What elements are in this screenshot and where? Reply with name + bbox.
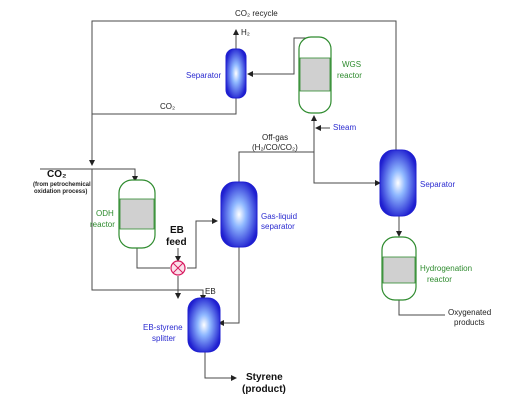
offgas-line [238,115,317,182]
eb-feed-label-2: feed [166,237,187,248]
odh-label-1: ODH [96,209,114,218]
steam-label: Steam [333,123,356,132]
hydrogenation-reactor-vessel [381,236,417,301]
co2-feed-label: CO₂ [47,169,66,180]
odh-label-2: reactor [90,220,115,229]
co2-recycle-label: CO₂ recycle [235,9,278,18]
heat-exchanger-icon [170,260,186,276]
wgs-reactor-vessel [298,36,332,114]
offgas-label-1: Off-gas [262,133,288,142]
oxygenated-label-1: Oxygenated [448,308,491,317]
co2-mid-label: CO₂ [160,102,175,111]
separator-right-label: Separator [420,180,455,189]
odh-reactor-vessel [118,179,156,249]
liquid-to-splitter-line [218,247,240,326]
gas-liquid-separator-vessel [220,181,258,248]
hydrogenation-label-1: Hydrogenation [420,264,472,273]
hydrogenation-label-2: reactor [427,275,452,284]
styrene-outlet-line [204,352,237,381]
co2-source-label-2: oxidation process) [34,189,87,195]
offgas-to-separator-line [313,152,381,186]
odh-outlet-line [136,248,170,269]
eb-recycle-line [91,169,206,301]
styrene-label-1: Styrene [246,372,283,383]
gas-liquid-label-2: separator [261,222,295,231]
oxygenated-products-line [398,300,445,316]
separator-top-label: Separator [186,71,221,80]
wgs-label-2: reactor [337,71,362,80]
separator-top-vessel [225,48,247,99]
co2-recycle-line [89,20,397,166]
styrene-label-2: (product) [242,384,286,395]
eb-label: EB [205,287,216,296]
eb-feed-label-1: EB [170,225,184,236]
hx-to-separator-line [187,218,218,269]
splitter-label-1: EB-styrene [143,323,183,332]
co2-feed-line [40,168,138,182]
co2-return-line [92,98,237,115]
gas-liquid-label-1: Gas-liquid [261,212,297,221]
wgs-label-1: WGS [342,60,361,69]
offgas-label-2: (H₂/CO/CO₂) [252,143,298,152]
separator-right-vessel [379,149,417,217]
h2-label: H₂ [241,28,250,37]
splitter-label-2: splitter [152,334,176,343]
eb-styrene-splitter-vessel [187,297,221,353]
wgs-to-separator-line [247,37,314,77]
oxygenated-label-2: products [454,318,485,327]
co2-source-label-1: (from petrochemical [33,182,91,188]
